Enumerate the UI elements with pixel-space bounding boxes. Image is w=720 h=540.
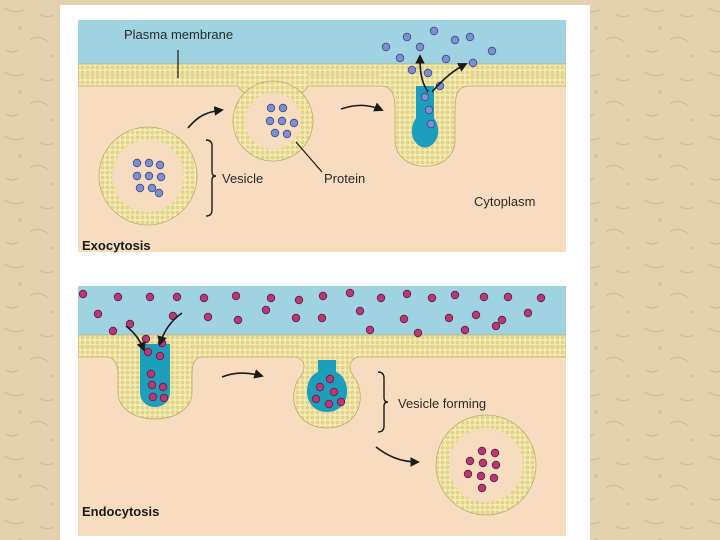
exocytosis-panel: [78, 20, 566, 252]
cytoplasm-label: Cytoplasm: [474, 195, 535, 208]
protein-label: Protein: [324, 172, 365, 185]
plasma-membrane-label: Plasma membrane: [124, 28, 233, 41]
endocytosis-title: Endocytosis: [82, 505, 159, 518]
vesicle-forming-label: Vesicle forming: [398, 397, 486, 410]
endocytosis-panel: [78, 286, 566, 536]
exocytosis-title: Exocytosis: [82, 239, 151, 252]
vesicle-label: Vesicle: [222, 172, 263, 185]
